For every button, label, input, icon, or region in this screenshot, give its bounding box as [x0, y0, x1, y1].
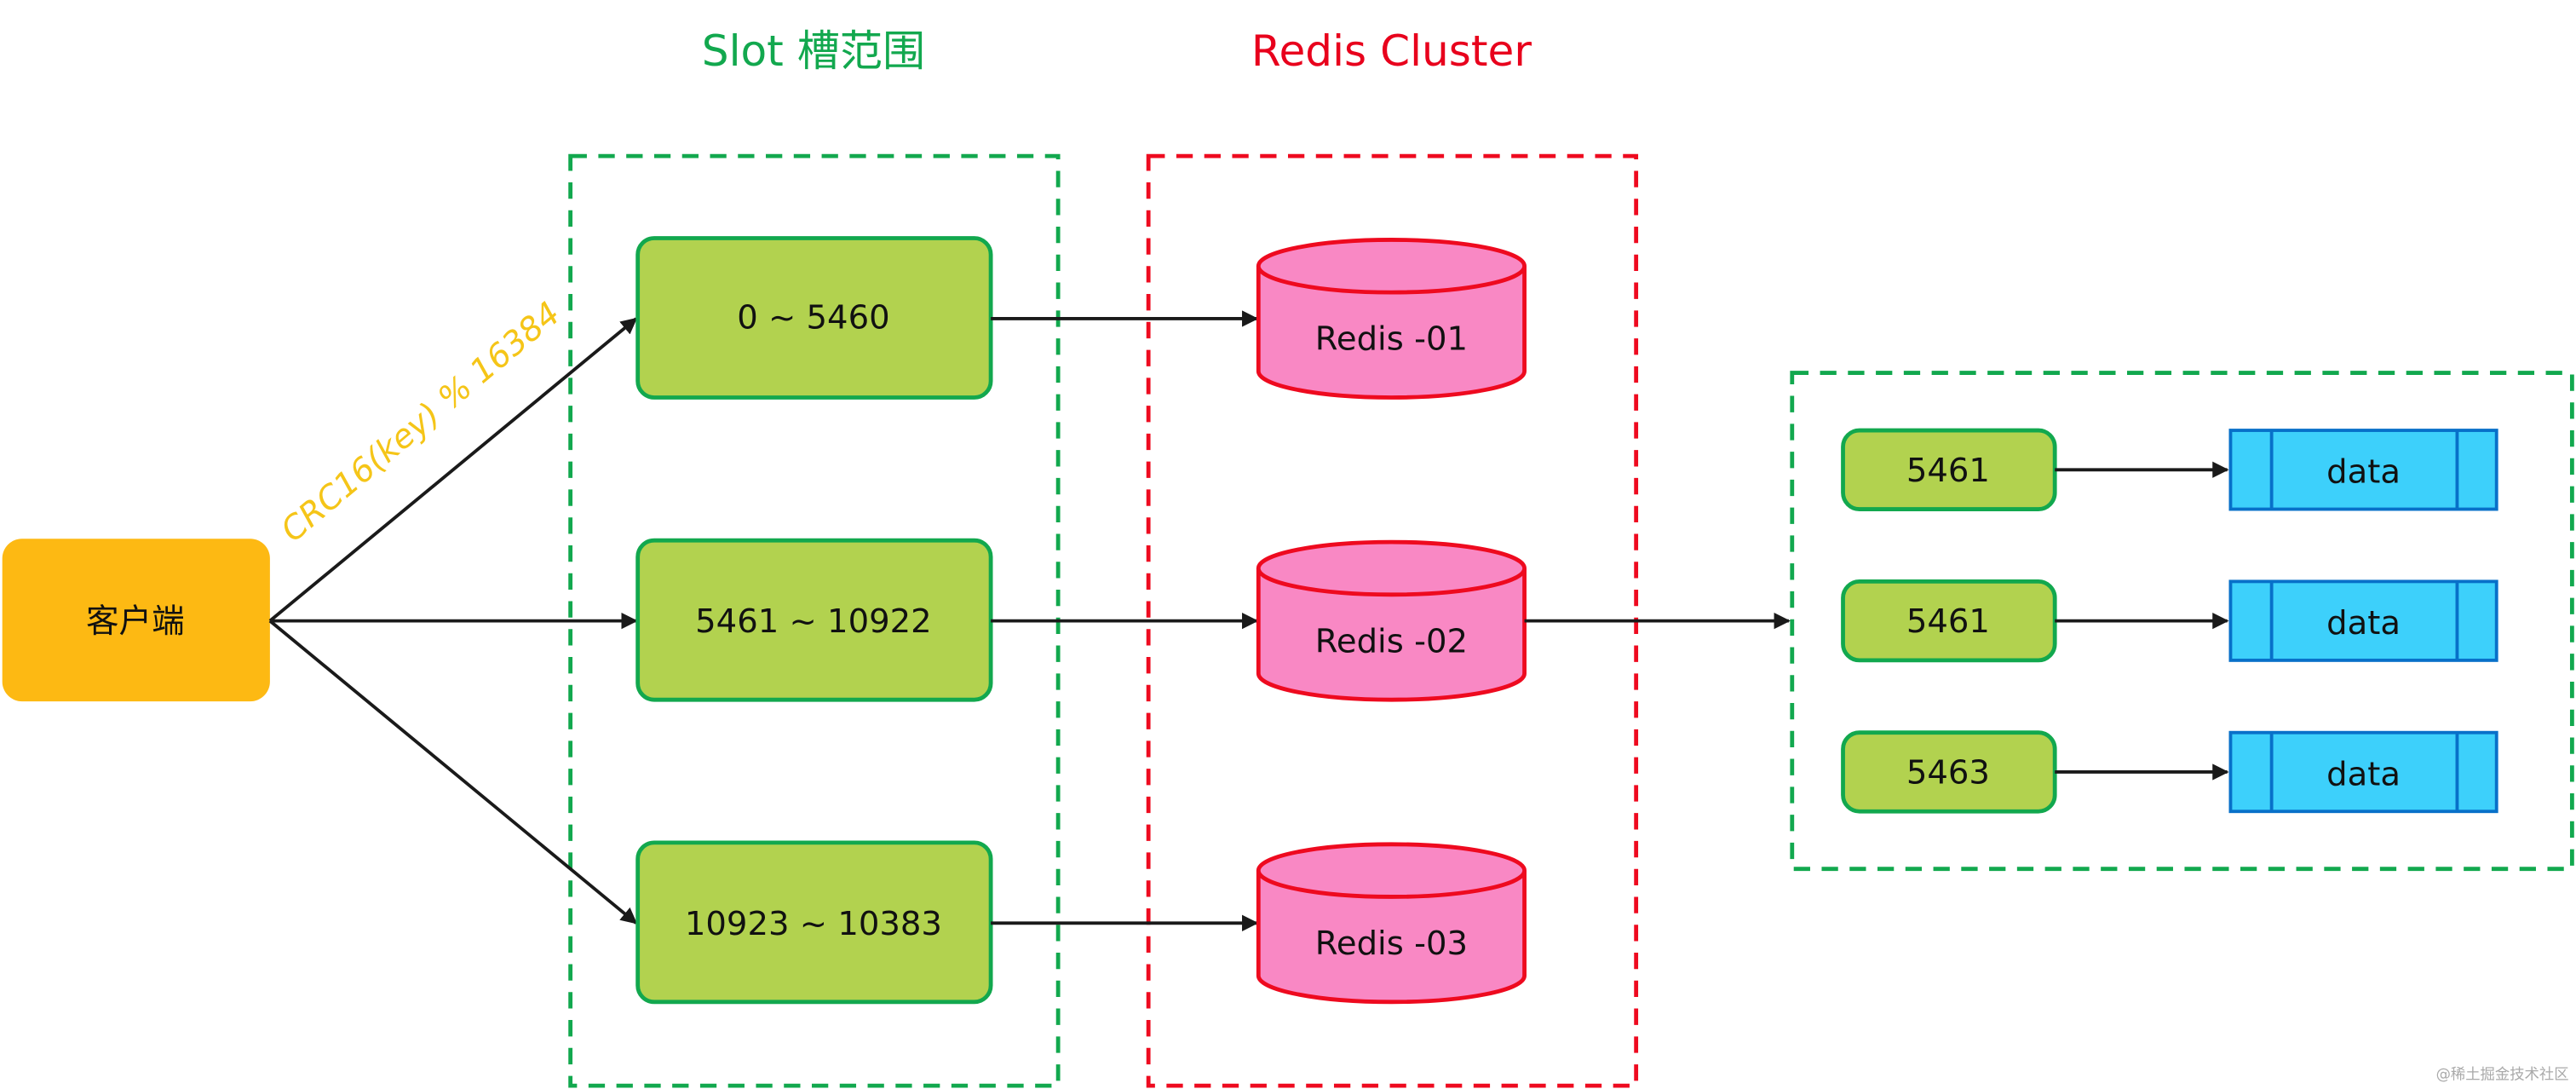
hash-function-label: CRC16(key) % 16384	[273, 295, 567, 550]
data-label: data	[2326, 453, 2401, 492]
arrow-client-to-slot-1	[268, 317, 638, 623]
watermark: @稀土掘金技术社区	[2436, 1066, 2569, 1083]
slot-box-label: 0 ~ 5460	[737, 299, 889, 337]
slot-box-2[interactable]: 5461 ~ 10922	[635, 538, 993, 702]
redis-cluster-title: Redis Cluster	[1251, 26, 1532, 76]
redis-node-01[interactable]: Redis -01	[1256, 238, 1527, 400]
slot-box-label: 10923 ~ 10383	[685, 905, 942, 943]
detail-slot-label: 5463	[1906, 753, 1990, 792]
client-node[interactable]: 客户端	[2, 539, 270, 702]
slot-box-1[interactable]: 0 ~ 5460	[635, 236, 993, 400]
database-icon	[1256, 568, 1527, 702]
redis-node-02[interactable]: Redis -02	[1256, 539, 1527, 702]
slot-range-title: Slot 槽范围	[702, 26, 925, 76]
redis-node-label: Redis -01	[1315, 320, 1468, 359]
data-block	[2228, 429, 2498, 511]
detail-row-1[interactable]: 5461 data	[1841, 428, 2498, 511]
arrow-client-to-slot-3	[268, 619, 638, 925]
data-block	[2228, 730, 2498, 814]
redis-node-label: Redis -03	[1315, 925, 1468, 963]
detail-slot-label: 5461	[1906, 452, 1990, 490]
redis-node-label: Redis -02	[1315, 622, 1468, 660]
data-block	[2228, 579, 2498, 662]
database-icon	[1256, 266, 1527, 400]
slot-box-label: 5461 ~ 10922	[695, 602, 932, 641]
slot-box-3[interactable]: 10923 ~ 10383	[635, 840, 993, 1005]
detail-group-frame	[1790, 371, 2574, 872]
detail-row-2[interactable]: 5461 data	[1841, 579, 2498, 663]
detail-slot-label: 5461	[1906, 602, 1990, 641]
client-label: 客户端	[86, 602, 185, 641]
redis-node-03[interactable]: Redis -03	[1256, 842, 1527, 1005]
data-label: data	[2326, 755, 2401, 793]
data-label: data	[2326, 604, 2401, 642]
detail-row-3[interactable]: 5463 data	[1841, 730, 2498, 814]
database-icon	[1256, 870, 1527, 1005]
